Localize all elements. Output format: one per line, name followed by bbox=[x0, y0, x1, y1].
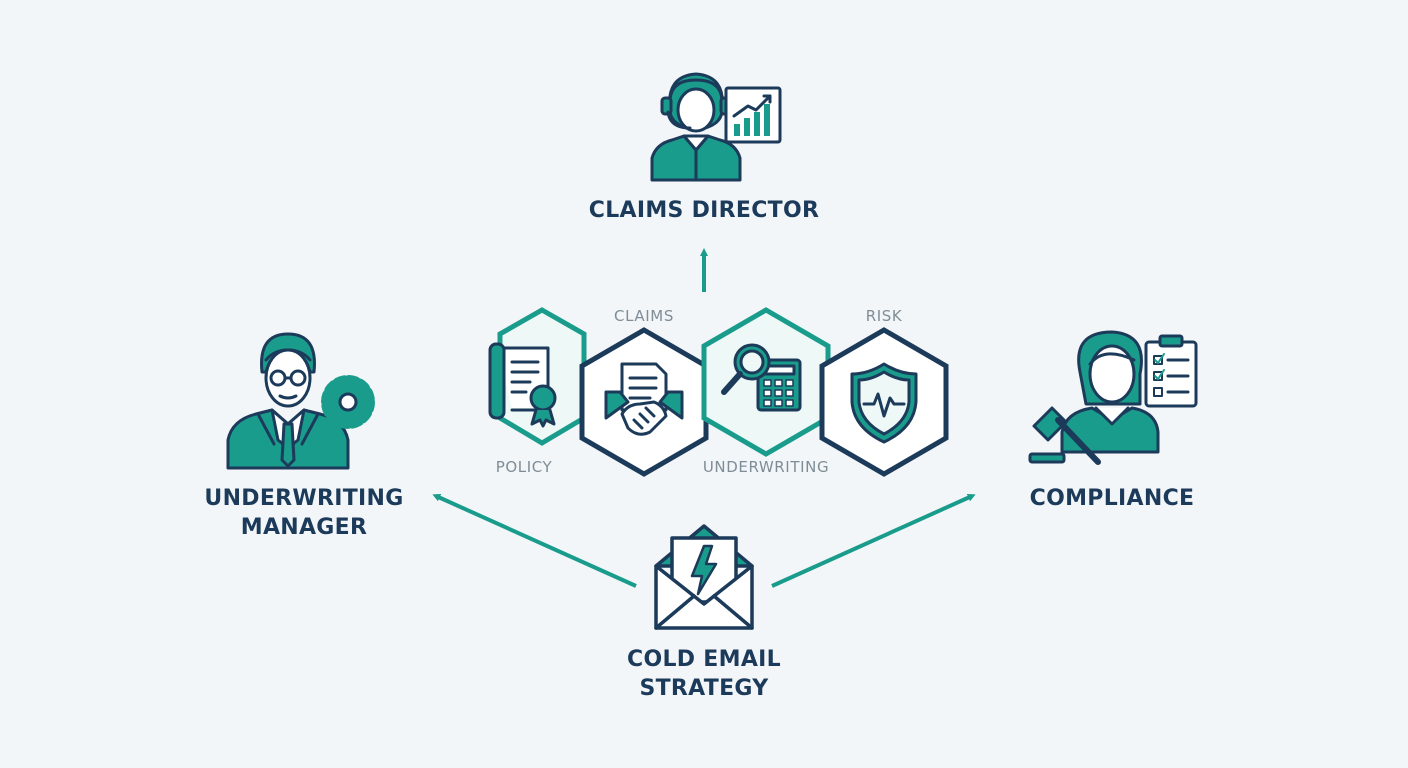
claims-handshake-icon bbox=[604, 362, 684, 436]
cold-email-line2: STRATEGY bbox=[639, 676, 769, 701]
arrow-to-compliance bbox=[771, 493, 976, 588]
cold-email-line1: COLD EMAIL bbox=[627, 647, 781, 672]
envelope-with-lightning-icon bbox=[654, 524, 754, 630]
woman-with-gavel-icon bbox=[1028, 330, 1160, 465]
underwriting-manager-line1: UNDERWRITING bbox=[204, 486, 404, 511]
segment-label-underwriting: UNDERWRITING bbox=[702, 458, 830, 476]
manager-with-gear-icon bbox=[226, 332, 375, 470]
compliance-text: COMPLIANCE bbox=[1029, 486, 1195, 511]
arrow-to-underwriting-manager bbox=[432, 493, 637, 588]
segment-label-policy: POLICY bbox=[495, 458, 553, 476]
segment-label-claims: CLAIMS bbox=[614, 307, 674, 325]
underwriting-manager-line2: MANAGER bbox=[240, 515, 368, 540]
compliance-label: COMPLIANCE bbox=[982, 484, 1242, 513]
claims-director-text: CLAIMS DIRECTOR bbox=[588, 198, 820, 223]
underwriting-manager-label: UNDERWRITING MANAGER bbox=[160, 484, 448, 542]
checklist-clipboard-icon bbox=[1144, 334, 1198, 408]
segment-label-risk: RISK bbox=[865, 307, 903, 325]
headset-agent-icon bbox=[650, 72, 742, 182]
calculator-magnifier-icon bbox=[721, 343, 802, 412]
cold-email-strategy-label: COLD EMAIL STRATEGY bbox=[564, 645, 844, 703]
shield-heartbeat-icon bbox=[850, 362, 918, 444]
policy-scroll-icon bbox=[488, 342, 557, 428]
claims-director-label: CLAIMS DIRECTOR bbox=[544, 196, 864, 225]
growth-chart-icon bbox=[724, 86, 782, 144]
